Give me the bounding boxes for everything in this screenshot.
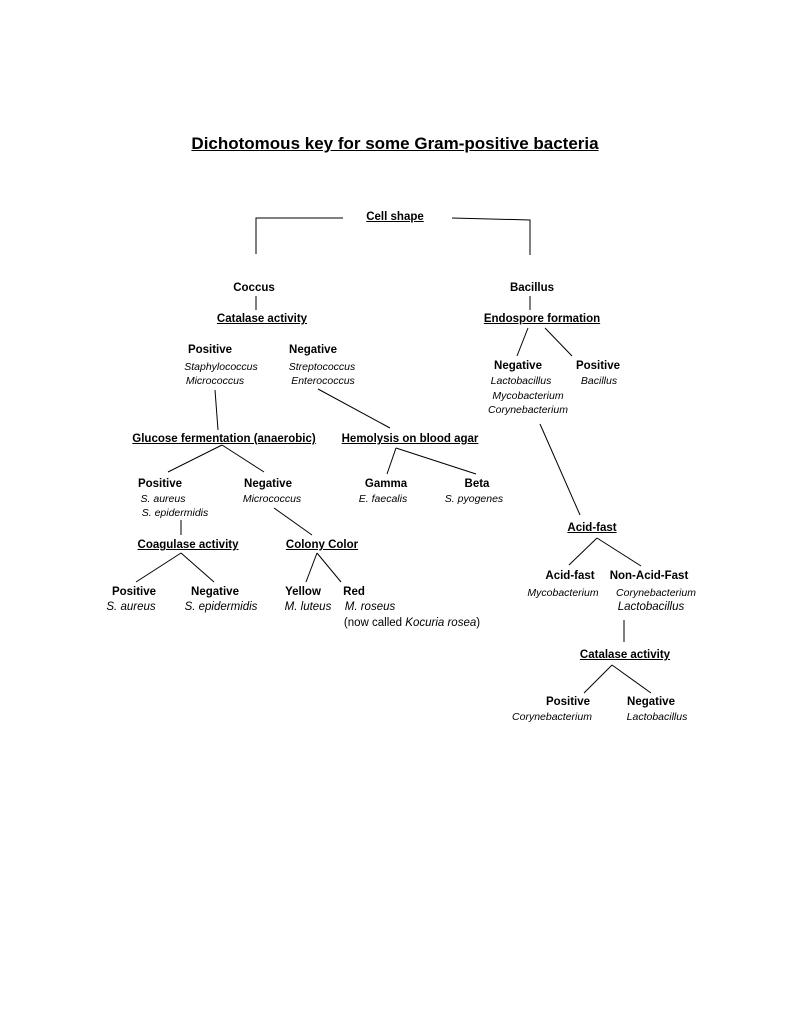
page-title: Dichotomous key for some Gram-positive b… bbox=[191, 134, 599, 153]
hemolysis-beta-label: Beta bbox=[464, 478, 490, 490]
catalase2-positive-label: Positive bbox=[545, 696, 591, 708]
colony-color-node: Colony Color bbox=[285, 539, 359, 551]
genus-mycobacterium-2: Mycobacterium bbox=[527, 587, 599, 599]
catalase2-negative-label: Negative bbox=[627, 696, 675, 708]
endospore-positive-label: Positive bbox=[575, 360, 621, 372]
coagulase-activity-node: Coagulase activity bbox=[137, 539, 239, 551]
connector-endospore-positive bbox=[544, 327, 573, 357]
connector-cellshape-coccus bbox=[255, 217, 343, 254]
connector-glucose-negative bbox=[221, 444, 265, 473]
acid-fast-node: Acid-fast bbox=[567, 522, 617, 534]
connector-micrococcus-colony bbox=[273, 507, 313, 536]
acidfast-positive-label: Acid-fast bbox=[545, 570, 595, 582]
catalase-positive-label: Positive bbox=[187, 344, 233, 356]
hemolysis-node: Hemolysis on blood agar bbox=[341, 433, 479, 445]
connector-acidfast-nonacidfast bbox=[596, 537, 642, 567]
species-s-pyogenes: S. pyogenes bbox=[444, 493, 504, 505]
species-s-aureus-2: S. aureus bbox=[106, 601, 156, 613]
connector-colony-red bbox=[316, 552, 342, 583]
species-m-roseus: M. roseus bbox=[344, 601, 396, 613]
kocuria-note: (now called Kocuria rosea) bbox=[344, 617, 480, 630]
coagulase-positive-label: Positive bbox=[111, 586, 157, 598]
glucose-positive-label: Positive bbox=[137, 478, 183, 490]
catalase-activity-2-node: Catalase activity bbox=[579, 649, 671, 661]
coagulase-negative-label: Negative bbox=[191, 586, 239, 598]
hemolysis-gamma-label: Gamma bbox=[364, 478, 408, 490]
genus-corynebacterium-2: Corynebacterium bbox=[616, 587, 696, 599]
species-s-aureus: S. aureus bbox=[140, 493, 186, 505]
connector-positive-glucose bbox=[214, 389, 219, 431]
connector-negative-hemolysis bbox=[317, 388, 391, 429]
endospore-negative-label: Negative bbox=[494, 360, 542, 372]
species-s-epidermidis: S. epidermidis bbox=[141, 507, 209, 519]
connector-catalase2-positive bbox=[583, 664, 613, 694]
bacillus-node: Bacillus bbox=[509, 282, 555, 294]
catalase-activity-node: Catalase activity bbox=[216, 313, 308, 325]
genus-mycobacterium: Mycobacterium bbox=[492, 390, 564, 402]
connector-catalase2-negative bbox=[611, 664, 652, 694]
non-acidfast-label: Non-Acid-Fast bbox=[609, 570, 689, 582]
connector-glucose-positive bbox=[167, 444, 223, 473]
coccus-node: Coccus bbox=[233, 282, 275, 294]
colony-yellow-label: Yellow bbox=[285, 586, 321, 598]
genus-bacillus: Bacillus bbox=[580, 375, 618, 387]
genus-micrococcus-2: Micrococcus bbox=[242, 493, 302, 505]
connector-coagulase-positive bbox=[135, 552, 182, 583]
genus-lactobacillus: Lactobacillus bbox=[490, 375, 552, 387]
colony-red-label: Red bbox=[343, 586, 365, 598]
species-s-epidermidis-2: S. epidermidis bbox=[184, 601, 258, 613]
catalase-negative-label: Negative bbox=[289, 344, 337, 356]
kocuria-note-prefix: (now called bbox=[343, 617, 406, 629]
genus-corynebacterium-3: Corynebacterium bbox=[512, 711, 592, 723]
connector-endospore-negative bbox=[516, 327, 529, 357]
cell-shape-node: Cell shape bbox=[366, 211, 424, 223]
species-m-luteus: M. luteus bbox=[284, 601, 332, 613]
glucose-negative-label: Negative bbox=[244, 478, 292, 490]
connector-hemolysis-gamma bbox=[386, 447, 397, 475]
connector-corynebacterium-acidfast bbox=[539, 423, 581, 516]
connector-coagulase-negative bbox=[180, 552, 215, 583]
genus-corynebacterium: Corynebacterium bbox=[488, 404, 568, 416]
genus-staphylococcus: Staphylococcus bbox=[184, 361, 258, 373]
connector-colony-yellow bbox=[305, 552, 318, 583]
connector-hemolysis-beta bbox=[395, 447, 477, 475]
endospore-formation-node: Endospore formation bbox=[483, 313, 601, 325]
species-kocuria-rosea: Kocuria rosea bbox=[405, 617, 477, 629]
genus-lactobacillus-3: Lactobacillus bbox=[626, 711, 688, 723]
genus-micrococcus: Micrococcus bbox=[185, 375, 245, 387]
kocuria-note-suffix: ) bbox=[476, 617, 481, 629]
genus-lactobacillus-2: Lactobacillus bbox=[617, 601, 685, 613]
species-e-faecalis: E. faecalis bbox=[358, 493, 408, 505]
genus-enterococcus: Enterococcus bbox=[291, 375, 355, 387]
glucose-fermentation-node: Glucose fermentation (anaerobic) bbox=[132, 433, 316, 445]
connector-cellshape-bacillus bbox=[451, 217, 531, 255]
connector-acidfast-acidfast bbox=[568, 537, 598, 566]
genus-streptococcus: Streptococcus bbox=[288, 361, 356, 373]
